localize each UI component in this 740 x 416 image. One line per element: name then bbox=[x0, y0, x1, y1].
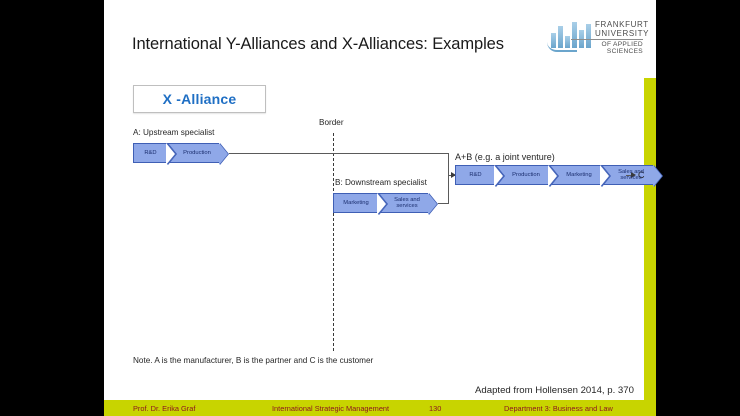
stage-sales-services-b-label: Sales and services bbox=[394, 196, 420, 209]
page-title: International Y-Alliances and X-Alliance… bbox=[132, 35, 504, 53]
accent-bar bbox=[644, 78, 656, 416]
stage-production-a: Production bbox=[166, 143, 229, 165]
alliance-type-chip: X -Alliance bbox=[133, 85, 266, 113]
party-b-label: B: Downstream specialist bbox=[335, 178, 427, 187]
footer-department: Department 3: Business and Law bbox=[504, 403, 613, 413]
connector-a-horizontal bbox=[229, 152, 449, 154]
party-a-value-chain: R&D Production bbox=[133, 143, 229, 165]
customer-label: C bbox=[638, 170, 645, 180]
stage-production-jv-label: Production bbox=[512, 171, 540, 178]
party-b-value-chain: Marketing Sales and services bbox=[333, 193, 438, 215]
source-citation: Adapted from Hollensen 2014, p. 370 bbox=[475, 385, 634, 396]
alliance-type-label: X -Alliance bbox=[162, 91, 237, 107]
footer-page-number: 130 bbox=[429, 403, 442, 413]
border-dashed-line bbox=[333, 133, 334, 351]
connector-b-vertical bbox=[448, 175, 450, 203]
frankfurt-university-logo: FRANKFURT UNIVERSITY OF APPLIED SCIENCES bbox=[547, 20, 650, 58]
slide-canvas: International Y-Alliances and X-Alliance… bbox=[104, 0, 663, 416]
stage-production-jv: Production bbox=[494, 165, 559, 187]
stage-marketing-jv-label: Marketing bbox=[566, 171, 592, 178]
joint-venture-label: A+B (e.g. a joint venture) bbox=[455, 152, 555, 162]
stage-rd-jv: R&D bbox=[455, 165, 505, 187]
connector-to-customer bbox=[626, 174, 634, 176]
stage-rd-a: R&D bbox=[133, 143, 177, 165]
stage-sales-services-jv: Sales and services bbox=[600, 165, 663, 187]
arrowhead-to-customer-icon bbox=[631, 171, 636, 178]
footer-course: International Strategic Management bbox=[272, 403, 390, 413]
stage-production-a-label: Production bbox=[183, 149, 211, 156]
slide-footer: Prof. Dr. Erika Graf International Strat… bbox=[104, 400, 656, 416]
logo-line-1: FRANKFURT bbox=[595, 20, 649, 29]
connector-a-vertical bbox=[448, 152, 450, 176]
stage-sales-services-b: Sales and services bbox=[377, 193, 438, 215]
logo-line-2: UNIVERSITY bbox=[595, 28, 650, 38]
logo-line-3: OF APPLIED SCIENCES bbox=[571, 38, 643, 56]
joint-venture-value-chain: R&D Production Marketing Sales and servi… bbox=[455, 165, 663, 187]
logo-wordmark: FRANKFURT UNIVERSITY OF APPLIED SCIENCES bbox=[571, 20, 650, 56]
border-label: Border bbox=[319, 118, 344, 127]
connector-b-horizontal bbox=[438, 202, 449, 204]
logo-swoosh-icon bbox=[547, 42, 577, 52]
arrowhead-into-jv-icon bbox=[451, 171, 456, 178]
footer-author: Prof. Dr. Erika Graf bbox=[133, 403, 196, 413]
stage-marketing-b: Marketing bbox=[333, 193, 388, 215]
note-text: Note. A is the manufacturer, B is the pa… bbox=[133, 356, 374, 365]
stage-marketing-jv: Marketing bbox=[548, 165, 611, 187]
stage-sales-services-jv-label: Sales and services bbox=[618, 168, 644, 181]
party-a-label: A: Upstream specialist bbox=[133, 128, 215, 137]
